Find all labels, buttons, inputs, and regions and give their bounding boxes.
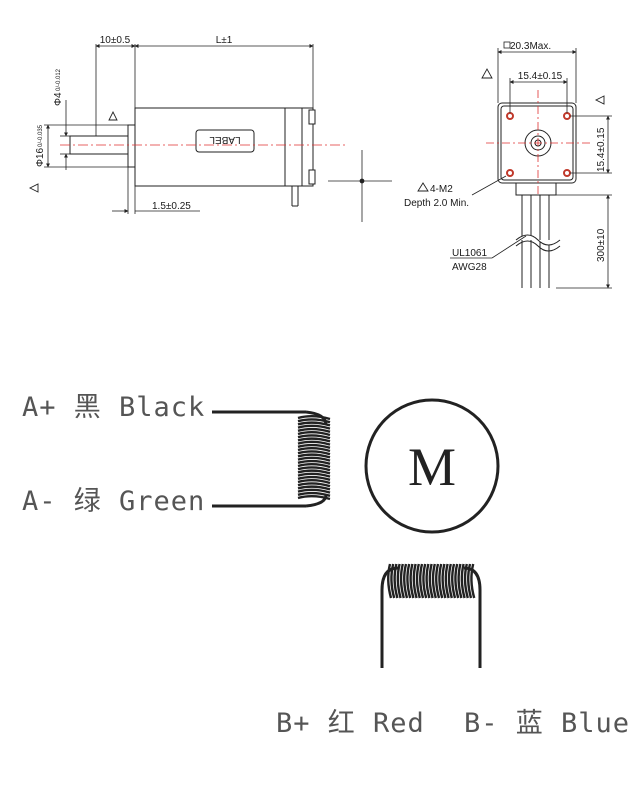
coil-turn: [460, 563, 466, 599]
coil-turn: [297, 434, 331, 440]
dim-hole-spacing-vertical: 15.4±0.15: [596, 127, 607, 172]
coil-turn: [297, 472, 331, 478]
coil-turn: [412, 563, 418, 599]
square-symbol-icon: [503, 41, 511, 49]
dim-lead-length: 300±10: [596, 228, 607, 262]
coil-turn: [451, 563, 457, 599]
coil-turn: [297, 443, 331, 449]
front-dimension-lines: [450, 48, 612, 289]
motor-label-text: LABEL: [209, 134, 241, 145]
coil-turn: [297, 456, 331, 462]
coil-turn: [297, 482, 331, 488]
coil-turn: [390, 563, 396, 599]
coil-turn: [297, 475, 331, 481]
front-view: [497, 102, 577, 288]
wire-spec-awg: AWG28: [452, 262, 487, 273]
coil-turn: [441, 563, 447, 599]
coil-turn: [435, 563, 441, 599]
front-centerlines: [486, 90, 590, 196]
coil-turn: [422, 563, 428, 599]
wire-spec-ul: UL1061: [452, 248, 487, 259]
coil-turn: [444, 563, 450, 599]
coil-turn: [387, 563, 393, 599]
coil-turn: [454, 563, 460, 599]
side-crosshair: [328, 150, 392, 222]
motor-boss: [127, 124, 136, 168]
coil-turn: [438, 563, 444, 599]
coil-turn: [297, 415, 331, 421]
wire-label-b-plus: B+ 红 Red: [276, 708, 425, 739]
coil-turn: [399, 563, 405, 599]
coil-turn: [467, 563, 473, 599]
coil-turn: [297, 427, 331, 433]
dim-boss-diameter-tolerance: 0/-0.035: [38, 124, 44, 147]
coil-turn: [463, 563, 469, 599]
dim-flange-max: 20.3Max.: [510, 41, 551, 52]
coil-turn: [428, 563, 434, 599]
coil-turn: [297, 466, 331, 472]
coil-turn: [297, 431, 331, 437]
coil-turn: [470, 563, 476, 599]
motor-symbol-letter: M: [408, 437, 456, 497]
coil-turn: [297, 440, 331, 446]
coil-turn: [415, 563, 421, 599]
coil-turn: [297, 459, 331, 465]
coil-turn: [425, 563, 431, 599]
coil-turn: [297, 421, 331, 427]
mount-hole-depth: Depth 2.0 Min.: [404, 198, 469, 209]
motor-label-box: [195, 129, 255, 153]
coil-turn: [457, 563, 463, 599]
datum-triangle-front-icon: [417, 68, 605, 192]
coil-turn: [403, 563, 409, 599]
motor-end-cap: [284, 107, 314, 187]
motor-symbol-circle: [364, 398, 500, 534]
dim-hole-spacing-horizontal: 15.4±0.15: [518, 71, 563, 82]
mount-holes: [506, 112, 571, 177]
coil-turn: [297, 450, 331, 456]
coil-turn: [396, 563, 402, 599]
dim-shaft-diameter-tolerance: 0/-0.012: [56, 68, 62, 91]
wire-label-b-minus: B- 蓝 Blue: [464, 708, 630, 739]
coil-b-winding: [387, 563, 476, 599]
coil-turn: [297, 424, 331, 430]
side-view: [69, 107, 316, 207]
coil-turn: [419, 563, 425, 599]
dim-boss-diameter-value: Φ16: [35, 147, 46, 167]
coil-turn: [297, 479, 331, 485]
coil-turn: [297, 447, 331, 453]
dim-shaft-length: 10±0.5: [100, 35, 131, 46]
coil-turn: [297, 418, 331, 424]
lead-exit-block: [515, 182, 557, 196]
coil-turn: [297, 437, 331, 443]
coil-turn: [447, 563, 453, 599]
dim-boss-height: 1.5±0.25: [152, 201, 191, 212]
coil-turn: [297, 495, 331, 501]
coil-turn: [393, 563, 399, 599]
coil-turn: [297, 463, 331, 469]
coil-turn: [431, 563, 437, 599]
coil-turn: [409, 563, 415, 599]
dim-boss-diameter: Φ16 0/-0.035: [35, 124, 46, 167]
coil-turn: [297, 453, 331, 459]
coil-a-winding: [297, 415, 331, 501]
coil-turn: [406, 563, 412, 599]
side-dimension-lines: [44, 44, 314, 214]
coil-turn: [297, 488, 331, 494]
dim-body-length: L±1: [216, 35, 233, 46]
wire-label-a-minus: A- 绿 Green: [22, 486, 205, 517]
datum-triangle-icon: [28, 110, 118, 193]
coil-turn: [297, 469, 331, 475]
wire-label-a-plus: A+ 黑 Black: [22, 392, 205, 423]
mount-hole-spec: 4-M2: [430, 184, 453, 195]
dim-shaft-diameter-value: Φ4: [53, 92, 64, 106]
coil-turn: [297, 485, 331, 491]
dim-shaft-diameter: Φ4 0/-0.012: [53, 68, 64, 106]
motor-leads: [515, 195, 561, 288]
coil-turn: [297, 491, 331, 497]
